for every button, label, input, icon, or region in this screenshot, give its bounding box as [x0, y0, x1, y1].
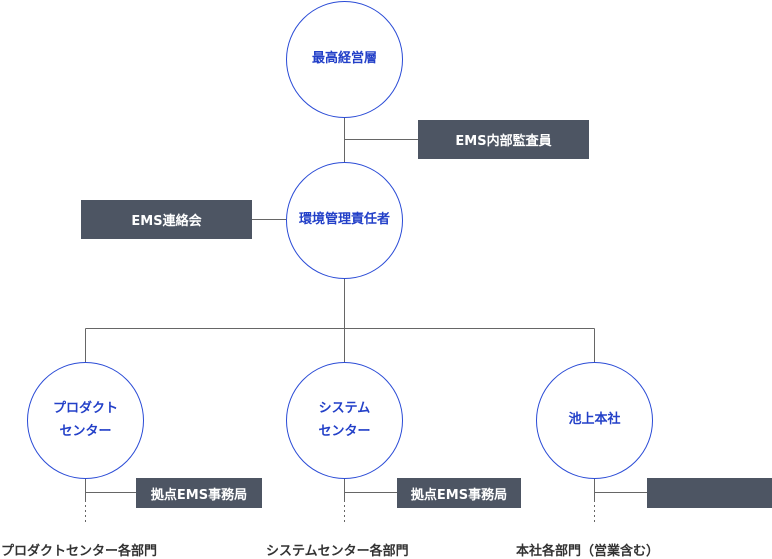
node-environment-manager: 環境管理責任者 [286, 162, 403, 279]
label-hq-departments: 本社各部門（営業含む） [516, 544, 660, 559]
box-office-product: 拠点EMS事務局 [136, 478, 262, 508]
box-internal-auditor: EMS内部監査員 [418, 120, 589, 159]
box-liaison-council: EMS連絡会 [81, 200, 252, 239]
box-office-hq [647, 478, 772, 508]
label-product-departments: プロダクトセンター各部門 [1, 544, 158, 559]
node-product-center: プロダクト センター [27, 362, 144, 479]
node-system-center: システム センター [286, 362, 403, 479]
label-system-departments: システムセンター各部門 [266, 544, 409, 559]
node-ikegami-hq: 池上本社 [536, 362, 653, 479]
box-office-system: 拠点EMS事務局 [397, 478, 521, 508]
node-top-management: 最高経営層 [286, 1, 403, 118]
